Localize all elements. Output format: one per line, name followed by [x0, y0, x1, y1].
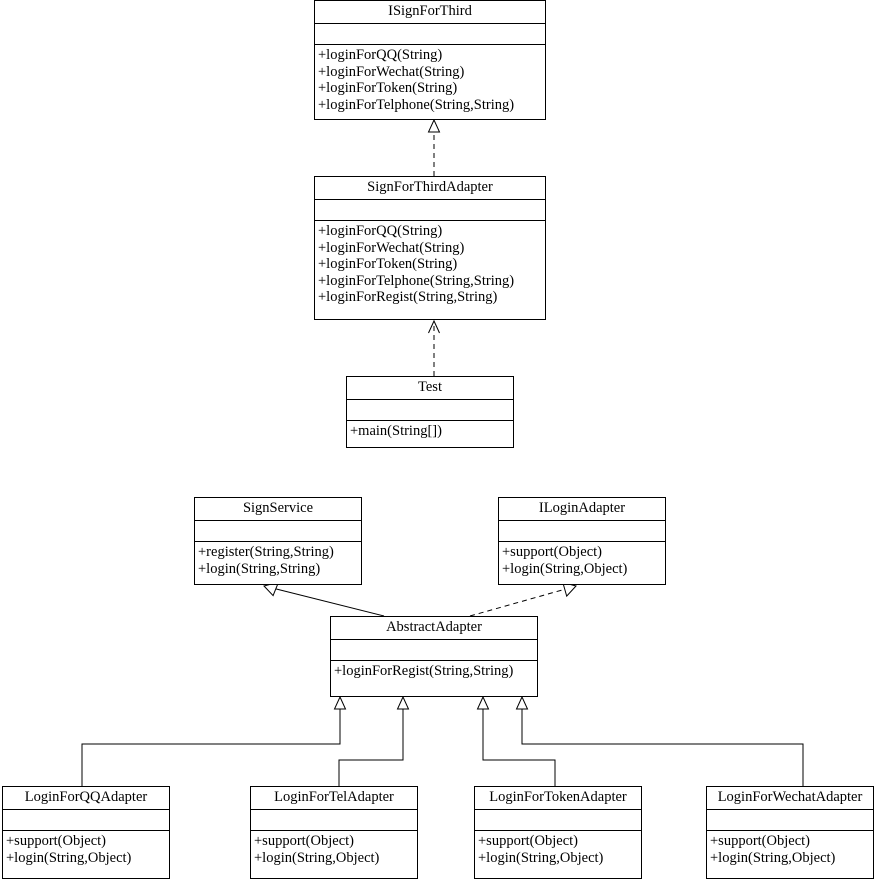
operation: +support(Object)	[502, 544, 602, 560]
class-name: SignService	[195, 498, 361, 521]
operations-compartment: +support(Object) +login(String,Object)	[707, 831, 873, 866]
attributes-compartment	[251, 810, 417, 831]
class-name: LoginForTelAdapter	[251, 787, 417, 810]
class-name: AbstractAdapter	[331, 617, 537, 640]
edge-loginforteladapter-abstractadapter	[338, 695, 410, 786]
attributes-compartment	[195, 521, 361, 542]
operation: +loginForQQ(String)	[318, 47, 443, 63]
class-isignforthird[interactable]: ISignForThird +loginForQQ(String) +login…	[314, 0, 546, 120]
attributes-compartment	[3, 810, 169, 831]
edge-signforthirdadapter-isignforthird	[427, 118, 441, 176]
operation: +loginForRegist(String,String)	[318, 289, 498, 305]
operation: +loginForRegist(String,String)	[334, 663, 514, 679]
operation: +support(Object)	[254, 833, 354, 849]
class-iloginadapter[interactable]: ILoginAdapter +support(Object) +login(St…	[498, 497, 666, 585]
edge-loginforwechatadapter-abstractadapter	[515, 695, 804, 786]
operation: +login(String,Object)	[710, 849, 836, 866]
edge-abstractadapter-signservice	[263, 581, 385, 617]
class-name: LoginForTokenAdapter	[475, 787, 641, 810]
edge-abstractadapter-iloginadapter	[469, 581, 577, 617]
operation: +register(String,String)	[198, 544, 334, 560]
class-loginfortokenadapter[interactable]: LoginForTokenAdapter +support(Object) +l…	[474, 786, 642, 879]
operations-compartment: +main(String[])	[347, 421, 513, 440]
operation: +login(String,Object)	[6, 849, 132, 866]
operation: +loginForTelphone(String,String)	[318, 96, 515, 113]
operation: +login(String,Object)	[254, 849, 380, 866]
class-signforthirdadapter[interactable]: SignForThirdAdapter +loginForQQ(String) …	[314, 176, 546, 320]
class-name: LoginForWechatAdapter	[707, 787, 873, 810]
attributes-compartment	[315, 24, 545, 45]
edge-test-signforthirdadapter	[428, 319, 440, 376]
operation: +loginForWechat(String)	[318, 63, 465, 80]
class-loginforqqadapter[interactable]: LoginForQQAdapter +support(Object) +logi…	[2, 786, 170, 879]
operation: +main(String[])	[350, 423, 442, 439]
operation: +support(Object)	[6, 833, 106, 849]
operations-compartment: +register(String,String) +login(String,S…	[195, 542, 361, 577]
class-loginforwechatadapter[interactable]: LoginForWechatAdapter +support(Object) +…	[706, 786, 874, 879]
operations-compartment: +loginForRegist(String,String)	[331, 661, 537, 680]
class-test[interactable]: Test +main(String[])	[346, 376, 514, 448]
operation: +support(Object)	[710, 833, 810, 849]
class-name: SignForThirdAdapter	[315, 177, 545, 200]
attributes-compartment	[499, 521, 665, 542]
class-name: ILoginAdapter	[499, 498, 665, 521]
class-name: LoginForQQAdapter	[3, 787, 169, 810]
operation: +loginForWechat(String)	[318, 239, 465, 256]
operations-compartment: +support(Object) +login(String,Object)	[475, 831, 641, 866]
operations-compartment: +support(Object) +login(String,Object)	[251, 831, 417, 866]
operation: +login(String,String)	[198, 560, 321, 577]
attributes-compartment	[315, 200, 545, 221]
class-loginforteladapter[interactable]: LoginForTelAdapter +support(Object) +log…	[250, 786, 418, 879]
attributes-compartment	[707, 810, 873, 831]
operation: +loginForToken(String)	[318, 80, 458, 96]
attributes-compartment	[347, 400, 513, 421]
operation: +loginForToken(String)	[318, 256, 458, 272]
operations-compartment: +support(Object) +login(String,Object)	[499, 542, 665, 577]
operation: +login(String,Object)	[502, 560, 628, 577]
operation: +loginForTelphone(String,String)	[318, 272, 515, 289]
operation: +loginForQQ(String)	[318, 223, 443, 239]
attributes-compartment	[331, 640, 537, 661]
edge-loginfortokenadapter-abstractadapter	[476, 695, 556, 786]
class-name: Test	[347, 377, 513, 400]
class-abstractadapter[interactable]: AbstractAdapter +loginForRegist(String,S…	[330, 616, 538, 697]
class-signservice[interactable]: SignService +register(String,String) +lo…	[194, 497, 362, 585]
operation: +support(Object)	[478, 833, 578, 849]
operations-compartment: +loginForQQ(String) +loginForWechat(Stri…	[315, 45, 545, 113]
class-name: ISignForThird	[315, 1, 545, 24]
operations-compartment: +support(Object) +login(String,Object)	[3, 831, 169, 866]
operations-compartment: +loginForQQ(String) +loginForWechat(Stri…	[315, 221, 545, 306]
operation: +login(String,Object)	[478, 849, 604, 866]
edge-loginforqqadapter-abstractadapter	[81, 695, 347, 786]
attributes-compartment	[475, 810, 641, 831]
